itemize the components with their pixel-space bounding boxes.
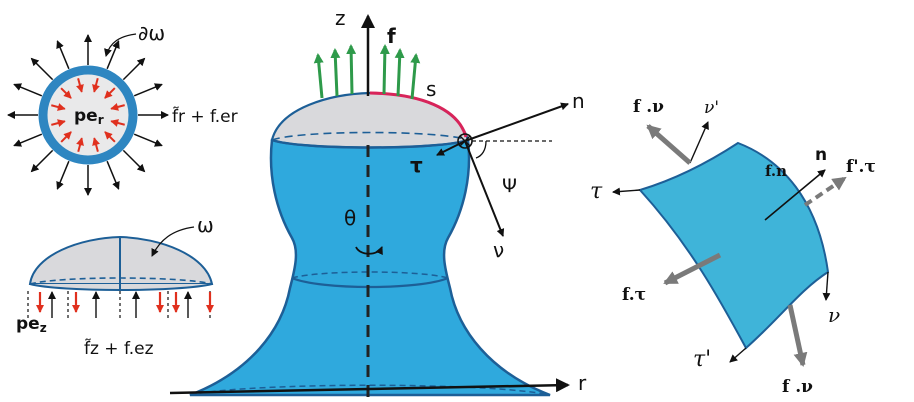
outward-arrow bbox=[122, 149, 146, 173]
cap-back-rim bbox=[271, 131, 469, 141]
angle-label: Ψ bbox=[502, 175, 517, 197]
tau-label: τ bbox=[590, 179, 603, 204]
f-nu-top-label: f .ν bbox=[633, 97, 664, 117]
external-force-arrow bbox=[410, 53, 421, 100]
z-axis-label: z bbox=[335, 6, 346, 30]
base-back-rim bbox=[189, 384, 551, 396]
outward-arrow bbox=[13, 83, 43, 97]
tau-vector bbox=[612, 187, 641, 196]
outward-arrow bbox=[13, 133, 43, 147]
outward-arrow bbox=[133, 83, 163, 97]
inward-pressure-arrow bbox=[60, 87, 72, 99]
pressure-arrows bbox=[51, 78, 125, 152]
outward-arrow bbox=[56, 40, 70, 70]
surface-patch-panel: ν' τ ν τ' n f.n f .ν f.τ f'.τ f .ν bbox=[590, 97, 876, 397]
arc-length-label: s bbox=[426, 77, 436, 101]
tangent-vector bbox=[436, 140, 466, 156]
inward-pressure-arrow bbox=[104, 87, 116, 99]
outward-arrow bbox=[106, 160, 120, 190]
outward-arrow bbox=[30, 57, 54, 81]
inward-pressure-arrow bbox=[51, 103, 66, 111]
vertical-force-label: f̃z + f.ez bbox=[84, 338, 154, 359]
outward-arrow bbox=[106, 40, 120, 70]
outward-arrow bbox=[133, 133, 163, 147]
boundary-label: ∂ω bbox=[138, 21, 165, 45]
conormal-vector bbox=[464, 140, 505, 237]
f-nu-top-arrow bbox=[646, 124, 692, 165]
nu-label: ν bbox=[828, 303, 840, 327]
outward-arrow bbox=[56, 160, 70, 190]
neck-back-rim bbox=[291, 271, 449, 279]
cap-panel: ω pez f̃z + f.ez bbox=[16, 213, 214, 359]
f-prime-tau-arrow bbox=[803, 176, 847, 207]
inward-pressure-arrow bbox=[92, 137, 100, 152]
external-force-arrows bbox=[313, 44, 421, 100]
inward-pressure-arrow bbox=[76, 78, 84, 93]
domain-label: ω bbox=[197, 213, 214, 237]
f-nu-bottom-label: f .ν bbox=[782, 377, 813, 397]
inward-pressure-arrow bbox=[110, 103, 125, 111]
cap-force-arrows bbox=[27, 288, 214, 318]
conormal-label: ν bbox=[493, 238, 504, 262]
cap-front-rim bbox=[271, 138, 469, 149]
n-vector bbox=[764, 169, 826, 221]
inward-pressure-arrow bbox=[60, 131, 72, 143]
f-tau-arrow bbox=[663, 252, 722, 286]
membrane-body bbox=[189, 138, 551, 397]
azimuth-label: θ bbox=[344, 206, 356, 230]
domain-pointer bbox=[151, 226, 195, 257]
nu-prime-vector bbox=[689, 121, 709, 164]
inward-pressure-arrow bbox=[76, 137, 84, 152]
surface-patch bbox=[638, 141, 830, 350]
radial-force-label: f̃r + f.er bbox=[172, 106, 238, 127]
external-force-arrow bbox=[394, 48, 405, 97]
inward-pressure-arrow bbox=[51, 119, 66, 127]
boundary-pointer bbox=[104, 33, 137, 57]
pressure-label: per bbox=[74, 106, 104, 127]
outward-force-arrows bbox=[7, 34, 169, 196]
external-force-arrow bbox=[379, 44, 390, 95]
tangent-label: τ bbox=[410, 153, 423, 177]
inward-pressure-arrow bbox=[92, 78, 100, 93]
normal-vector bbox=[464, 102, 569, 142]
membrane-panel: z r f s n τ ν Ψ θ bbox=[169, 6, 587, 398]
f-nu-bottom-arrow bbox=[787, 304, 808, 367]
tau-prime-vector bbox=[729, 347, 747, 363]
external-force-arrow bbox=[313, 53, 324, 99]
membrane-cap bbox=[270, 91, 470, 149]
inward-pressure-arrow bbox=[104, 131, 116, 143]
tau-prime-label: τ' bbox=[693, 347, 711, 372]
nu-vector bbox=[822, 271, 831, 301]
normal-label: n bbox=[572, 89, 585, 113]
external-force-arrow bbox=[330, 48, 341, 97]
cross-section-panel: per ∂ω f̃r + f.er bbox=[7, 21, 238, 196]
rotation-arrow bbox=[355, 246, 383, 256]
nu-prime-label: ν' bbox=[704, 98, 719, 118]
outward-arrow bbox=[30, 149, 54, 173]
neck-front-rim bbox=[291, 276, 449, 289]
external-force-arrow bbox=[346, 44, 357, 95]
inward-pressure-arrow bbox=[110, 119, 125, 127]
r-axis bbox=[169, 378, 570, 395]
vertical-pressure-label: pez bbox=[16, 314, 47, 335]
angle-arc bbox=[475, 140, 487, 159]
n-label: n bbox=[815, 145, 827, 165]
force-label: f bbox=[387, 24, 396, 48]
r-axis-label: r bbox=[578, 371, 587, 395]
f-tau-label: f.τ bbox=[622, 285, 646, 305]
f-n-label: f.n bbox=[765, 162, 787, 180]
f-prime-tau-label: f'.τ bbox=[846, 157, 876, 177]
outward-arrow bbox=[122, 57, 146, 81]
